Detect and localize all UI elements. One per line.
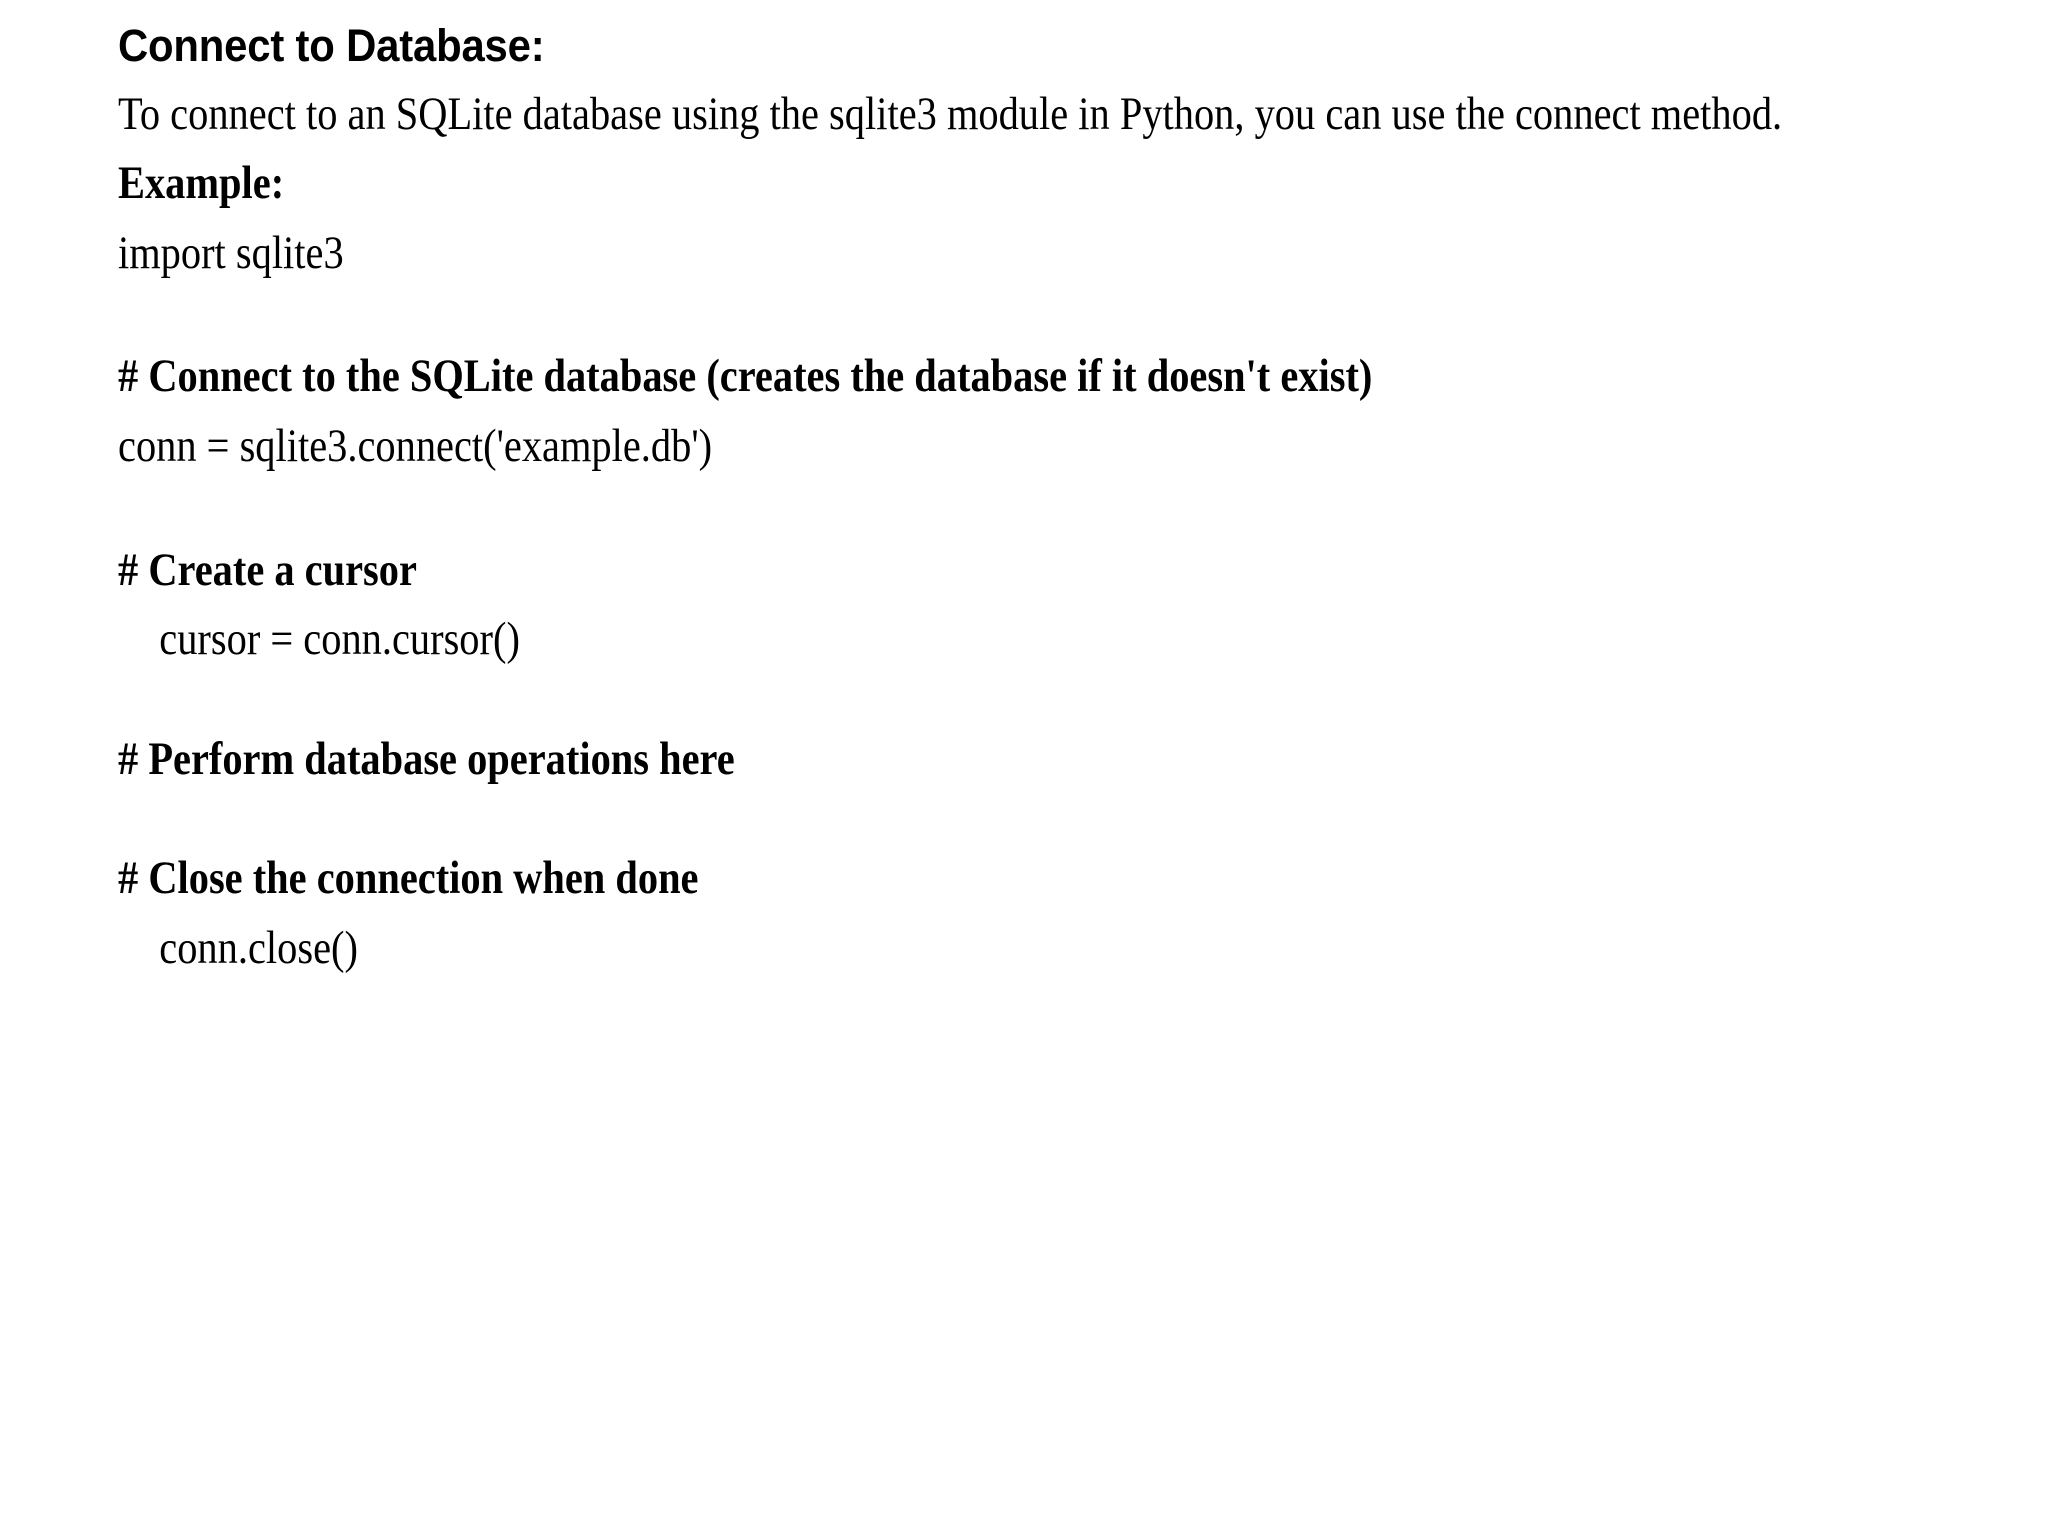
page-title: Connect to Database: <box>118 20 545 71</box>
code-blank-line-4 <box>118 802 1978 852</box>
code-blank-line-2 <box>118 490 1978 544</box>
example-label: Example: <box>118 157 285 210</box>
code-line-cursor: cursor = conn.cursor() <box>159 613 520 666</box>
intro-paragraph: To connect to an SQLite database using t… <box>118 87 1783 140</box>
code-comment-close: # Close the connection when done <box>118 852 699 905</box>
code-blank-line-1 <box>118 296 1978 350</box>
code-comment-operations: # Perform database operations here <box>118 732 735 785</box>
code-line-import: import sqlite3 <box>118 226 344 279</box>
code-blank-line-3 <box>118 683 1978 733</box>
code-line-close: conn.close() <box>159 921 358 974</box>
slide-content-body: Connect to Database: To connect to an SQ… <box>118 22 1978 991</box>
code-comment-connect: # Connect to the SQLite database (create… <box>118 350 1373 403</box>
code-comment-cursor: # Create a cursor <box>118 543 417 596</box>
code-line-connect: conn = sqlite3.connect('example.db') <box>118 420 713 472</box>
